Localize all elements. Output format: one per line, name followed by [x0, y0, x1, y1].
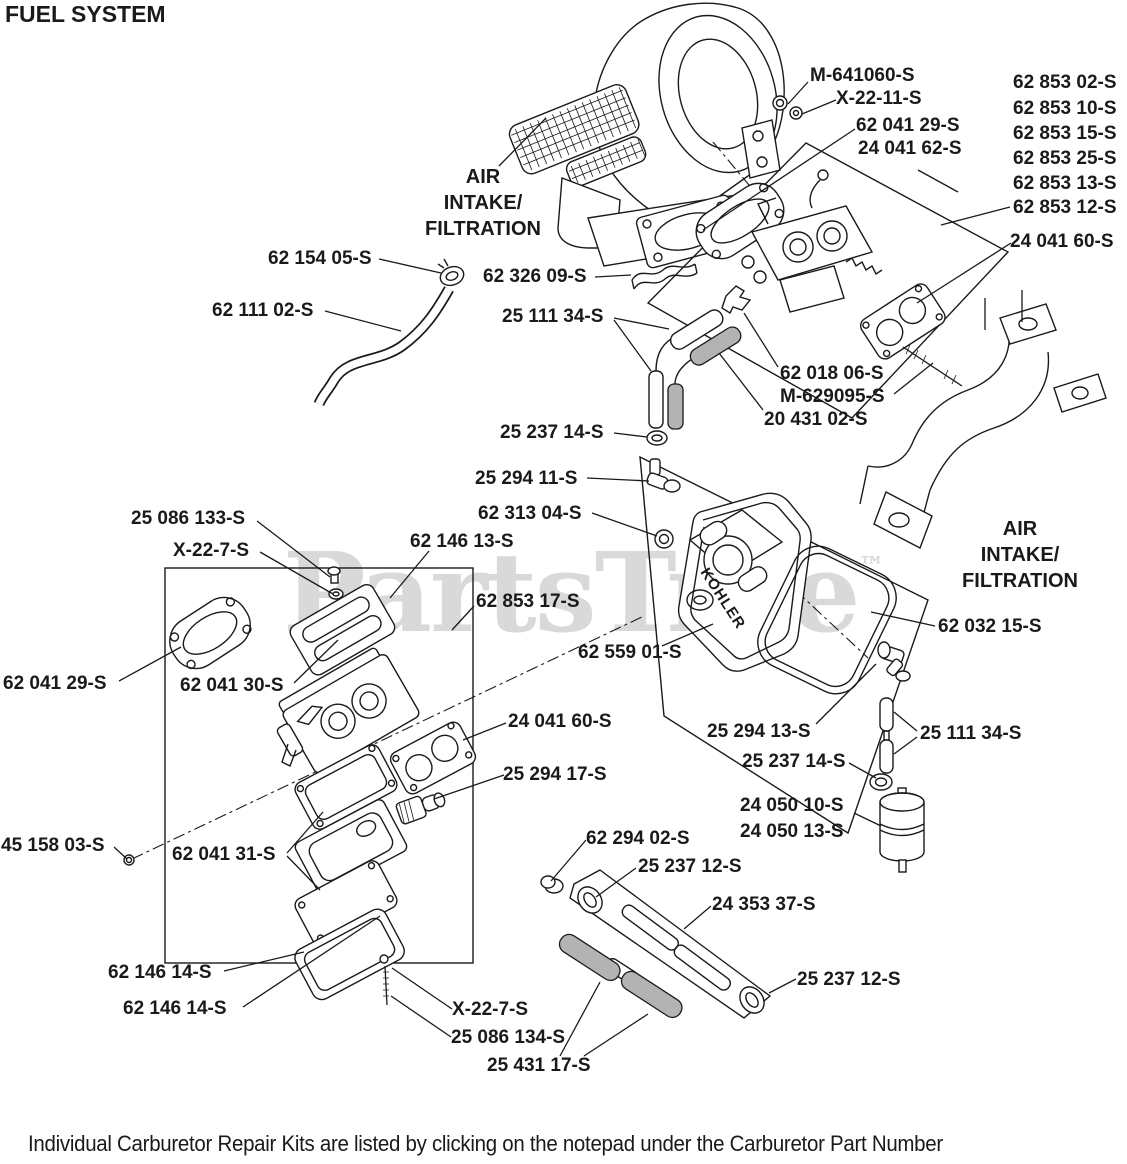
part-label: 62 294 02-S [586, 828, 690, 849]
part-label: 24 041 60-S [508, 711, 612, 732]
air-intake-annotation-right: AIR INTAKE/ FILTRATION [950, 516, 1090, 594]
part-label: 62 154 05-S [268, 248, 372, 269]
part-label: 62 559 01-S [578, 642, 682, 663]
air-intake-left-line2: INTAKE/ [443, 192, 523, 214]
leader-lines [113, 81, 1012, 1057]
nut-washer-drawing [772, 95, 803, 120]
air-intake-left-line1: AIR [465, 166, 501, 188]
part-label: 62 853 13-S [1013, 173, 1117, 194]
part-label: 25 237 12-S [638, 856, 742, 877]
part-label: 24 353 37-S [712, 894, 816, 915]
part-label: M-629095-S [780, 386, 885, 407]
part-label: 25 294 13-S [707, 721, 811, 742]
footer-caption: Individual Carburetor Repair Kits are li… [28, 1131, 943, 1156]
part-label: 62 146 14-S [123, 998, 227, 1019]
part-label: 25 237 12-S [797, 969, 901, 990]
part-label: 25 431 17-S [487, 1055, 591, 1076]
intake-manifold-drawing [859, 290, 1107, 549]
carburetor-drawing [741, 169, 959, 313]
fuel-line-tubes-drawing [646, 309, 742, 446]
part-label: 62 853 15-S [1013, 123, 1117, 144]
part-label: M-641060-S [810, 65, 915, 86]
part-label: 62 041 30-S [180, 675, 284, 696]
air-intake-left-line3: FILTRATION [425, 218, 541, 240]
carb-kit-parts [123, 566, 477, 1006]
part-label: 25 294 11-S [475, 468, 578, 489]
part-label: 62 018 06-S [780, 363, 884, 384]
part-label: 20 431 02-S [764, 409, 868, 430]
air-intake-right-line3: FILTRATION [962, 570, 1078, 592]
elbow-hose-drawing [631, 263, 698, 290]
part-label: 62 041 29-S [3, 673, 107, 694]
part-label: 25 294 17-S [503, 764, 607, 785]
part-label: 62 041 31-S [172, 844, 276, 865]
part-label: 24 050 13-S [740, 821, 844, 842]
part-label: 62 032 15-S [938, 616, 1042, 637]
part-label: 25 086 134-S [451, 1027, 566, 1048]
part-label: 24 041 62-S [858, 138, 962, 159]
part-label: 24 041 60-S [1010, 231, 1114, 252]
outlet-fitting-drawing [877, 641, 911, 682]
part-label: 62 326 09-S [483, 266, 587, 287]
manifold-gasket-drawing [859, 283, 946, 360]
part-label: X-22-7-S [173, 540, 250, 561]
part-label: 25 237 14-S [500, 422, 604, 443]
part-label: 62 853 12-S [1013, 197, 1117, 218]
fuel-filter-drawing [869, 697, 925, 873]
part-label: X-22-11-S [836, 88, 922, 109]
part-label: 24 050 10-S [740, 795, 844, 816]
part-label: 62 853 25-S [1013, 148, 1117, 169]
part-label: 62 853 17-S [476, 591, 580, 612]
page-title: FUEL SYSTEM [5, 1, 166, 27]
part-label: 62 853 10-S [1013, 98, 1117, 119]
part-label: 25 111 34-S [920, 723, 1022, 744]
part-label: 25 237 14-S [742, 751, 846, 772]
part-label: 45 158 03-S [1, 835, 105, 856]
breather-hose-drawing [313, 286, 454, 407]
part-label: 62 146 14-S [108, 962, 212, 983]
hose-clamp-drawing [437, 258, 465, 287]
air-intake-annotation-left: AIR INTAKE/ FILTRATION [420, 164, 546, 242]
part-label: 25 086 133-S [131, 508, 246, 529]
part-label: X-22-7-S [452, 999, 529, 1020]
fuel-pump-panel: KOHLER [639, 455, 929, 835]
part-label: 62 146 13-S [410, 531, 514, 552]
air-intake-right-line1: AIR [1002, 518, 1038, 540]
air-intake-right-line2: INTAKE/ [980, 544, 1060, 566]
part-label: 62 313 04-S [478, 503, 582, 524]
part-label: 62 041 29-S [856, 115, 960, 136]
part-label: 62 853 02-S [1013, 72, 1117, 93]
fuel-line-manifold-drawing [540, 869, 772, 1019]
part-label: 62 111 02-S [212, 300, 314, 321]
part-label: 25 111 34-S [502, 306, 604, 327]
stud-drawing [721, 285, 963, 387]
